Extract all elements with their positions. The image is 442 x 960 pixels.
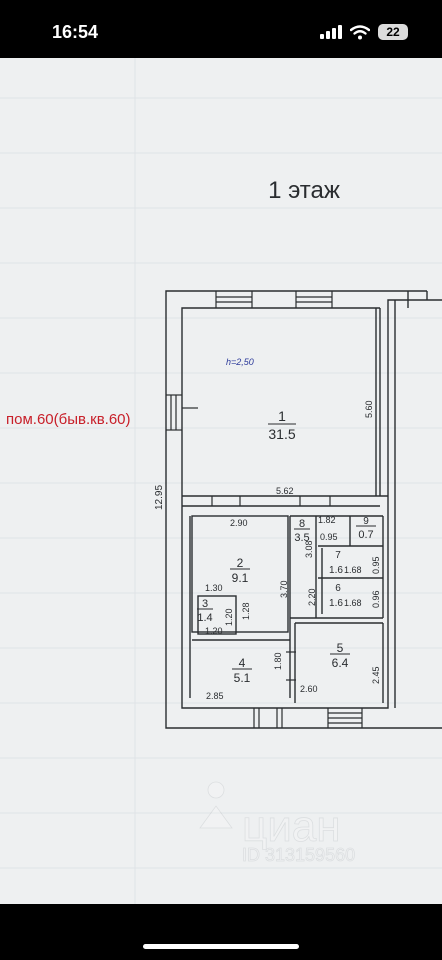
dim-180: 1.80 bbox=[273, 652, 283, 670]
room-2-number: 2 bbox=[237, 556, 244, 570]
dim-260: 2.60 bbox=[300, 684, 318, 694]
dim-120a: 1.20 bbox=[224, 608, 234, 626]
dim-370: 3.70 bbox=[279, 580, 289, 598]
ceiling-height: h=2,50 bbox=[226, 357, 254, 367]
paper-lines bbox=[0, 58, 442, 904]
room-2-area: 9.1 bbox=[232, 571, 249, 585]
dim-220: 2.20 bbox=[307, 588, 317, 606]
room-1-number: 1 bbox=[278, 408, 286, 424]
room-6-number: 6 bbox=[335, 583, 341, 594]
battery-level: 22 bbox=[386, 25, 400, 39]
room-labels: 1 31.5 2 9.1 3 1.4 4 5.1 5 6.4 6 1.6 7 1… bbox=[197, 408, 376, 685]
room-5-area: 6.4 bbox=[332, 656, 349, 670]
floor-title: 1 этаж bbox=[268, 177, 340, 204]
room-8-number: 8 bbox=[299, 518, 305, 530]
room-9-area: 0.7 bbox=[358, 529, 373, 541]
outer-walls bbox=[165, 290, 442, 729]
floor-plan-photo: 1 этаж bbox=[0, 58, 442, 904]
room-5-number: 5 bbox=[337, 641, 344, 655]
status-icons: 22 bbox=[320, 22, 408, 42]
dim-120b: 1.20 bbox=[205, 626, 223, 636]
dim-096: 0.96 bbox=[371, 590, 381, 608]
dim-560: 5.60 bbox=[364, 400, 374, 418]
status-time: 16:54 bbox=[52, 22, 99, 42]
watermark-id: ID 313159560 bbox=[242, 845, 355, 865]
room-8-area: 3.5 bbox=[294, 532, 309, 544]
internal-walls bbox=[182, 308, 388, 703]
dim-285: 2.85 bbox=[206, 691, 224, 701]
battery-icon: 22 bbox=[378, 24, 408, 40]
dim-245: 2.45 bbox=[371, 666, 381, 684]
dim-562: 5.62 bbox=[276, 486, 294, 496]
room-6-area: 1.6 bbox=[329, 598, 343, 609]
room-3-area: 1.4 bbox=[197, 612, 212, 624]
room-7-number: 7 bbox=[335, 550, 341, 561]
signal-icon bbox=[320, 25, 342, 39]
dim-095b: 0.95 bbox=[371, 556, 381, 574]
cian-watermark: циан ID 313159560 bbox=[199, 781, 356, 865]
dim-128: 1.28 bbox=[241, 602, 251, 620]
overall-dimension: 12.95 bbox=[154, 485, 165, 510]
dim-182: 1.82 bbox=[318, 515, 336, 525]
floor-plan: 1 этаж bbox=[0, 58, 442, 904]
windows bbox=[166, 291, 363, 728]
watermark-text: циан bbox=[242, 802, 341, 851]
room-4-number: 4 bbox=[239, 656, 246, 670]
dim-168a: 1.68 bbox=[344, 565, 362, 575]
dimension-labels: 5.60 5.62 2.90 1.82 0.95 3.70 3.08 2.20 … bbox=[205, 400, 381, 701]
room-3-number: 3 bbox=[202, 598, 208, 610]
wifi-icon bbox=[350, 24, 370, 39]
dim-308: 3.08 bbox=[304, 540, 314, 558]
dim-130: 1.30 bbox=[205, 583, 223, 593]
room-9-number: 9 bbox=[363, 516, 369, 527]
room-1-area: 31.5 bbox=[268, 426, 295, 442]
door-marks bbox=[182, 407, 331, 681]
dim-290: 2.90 bbox=[230, 518, 248, 528]
room-4-area: 5.1 bbox=[234, 671, 251, 685]
status-bar: 16:54 22 bbox=[0, 0, 442, 58]
dim-095a: 0.95 bbox=[320, 532, 338, 542]
dim-168b: 1.68 bbox=[344, 598, 362, 608]
cian-logo-icon bbox=[199, 781, 233, 829]
home-indicator[interactable] bbox=[143, 944, 299, 949]
room-7-area: 1.6 bbox=[329, 565, 343, 576]
room-note: пом.60(быв.кв.60) bbox=[6, 411, 131, 428]
